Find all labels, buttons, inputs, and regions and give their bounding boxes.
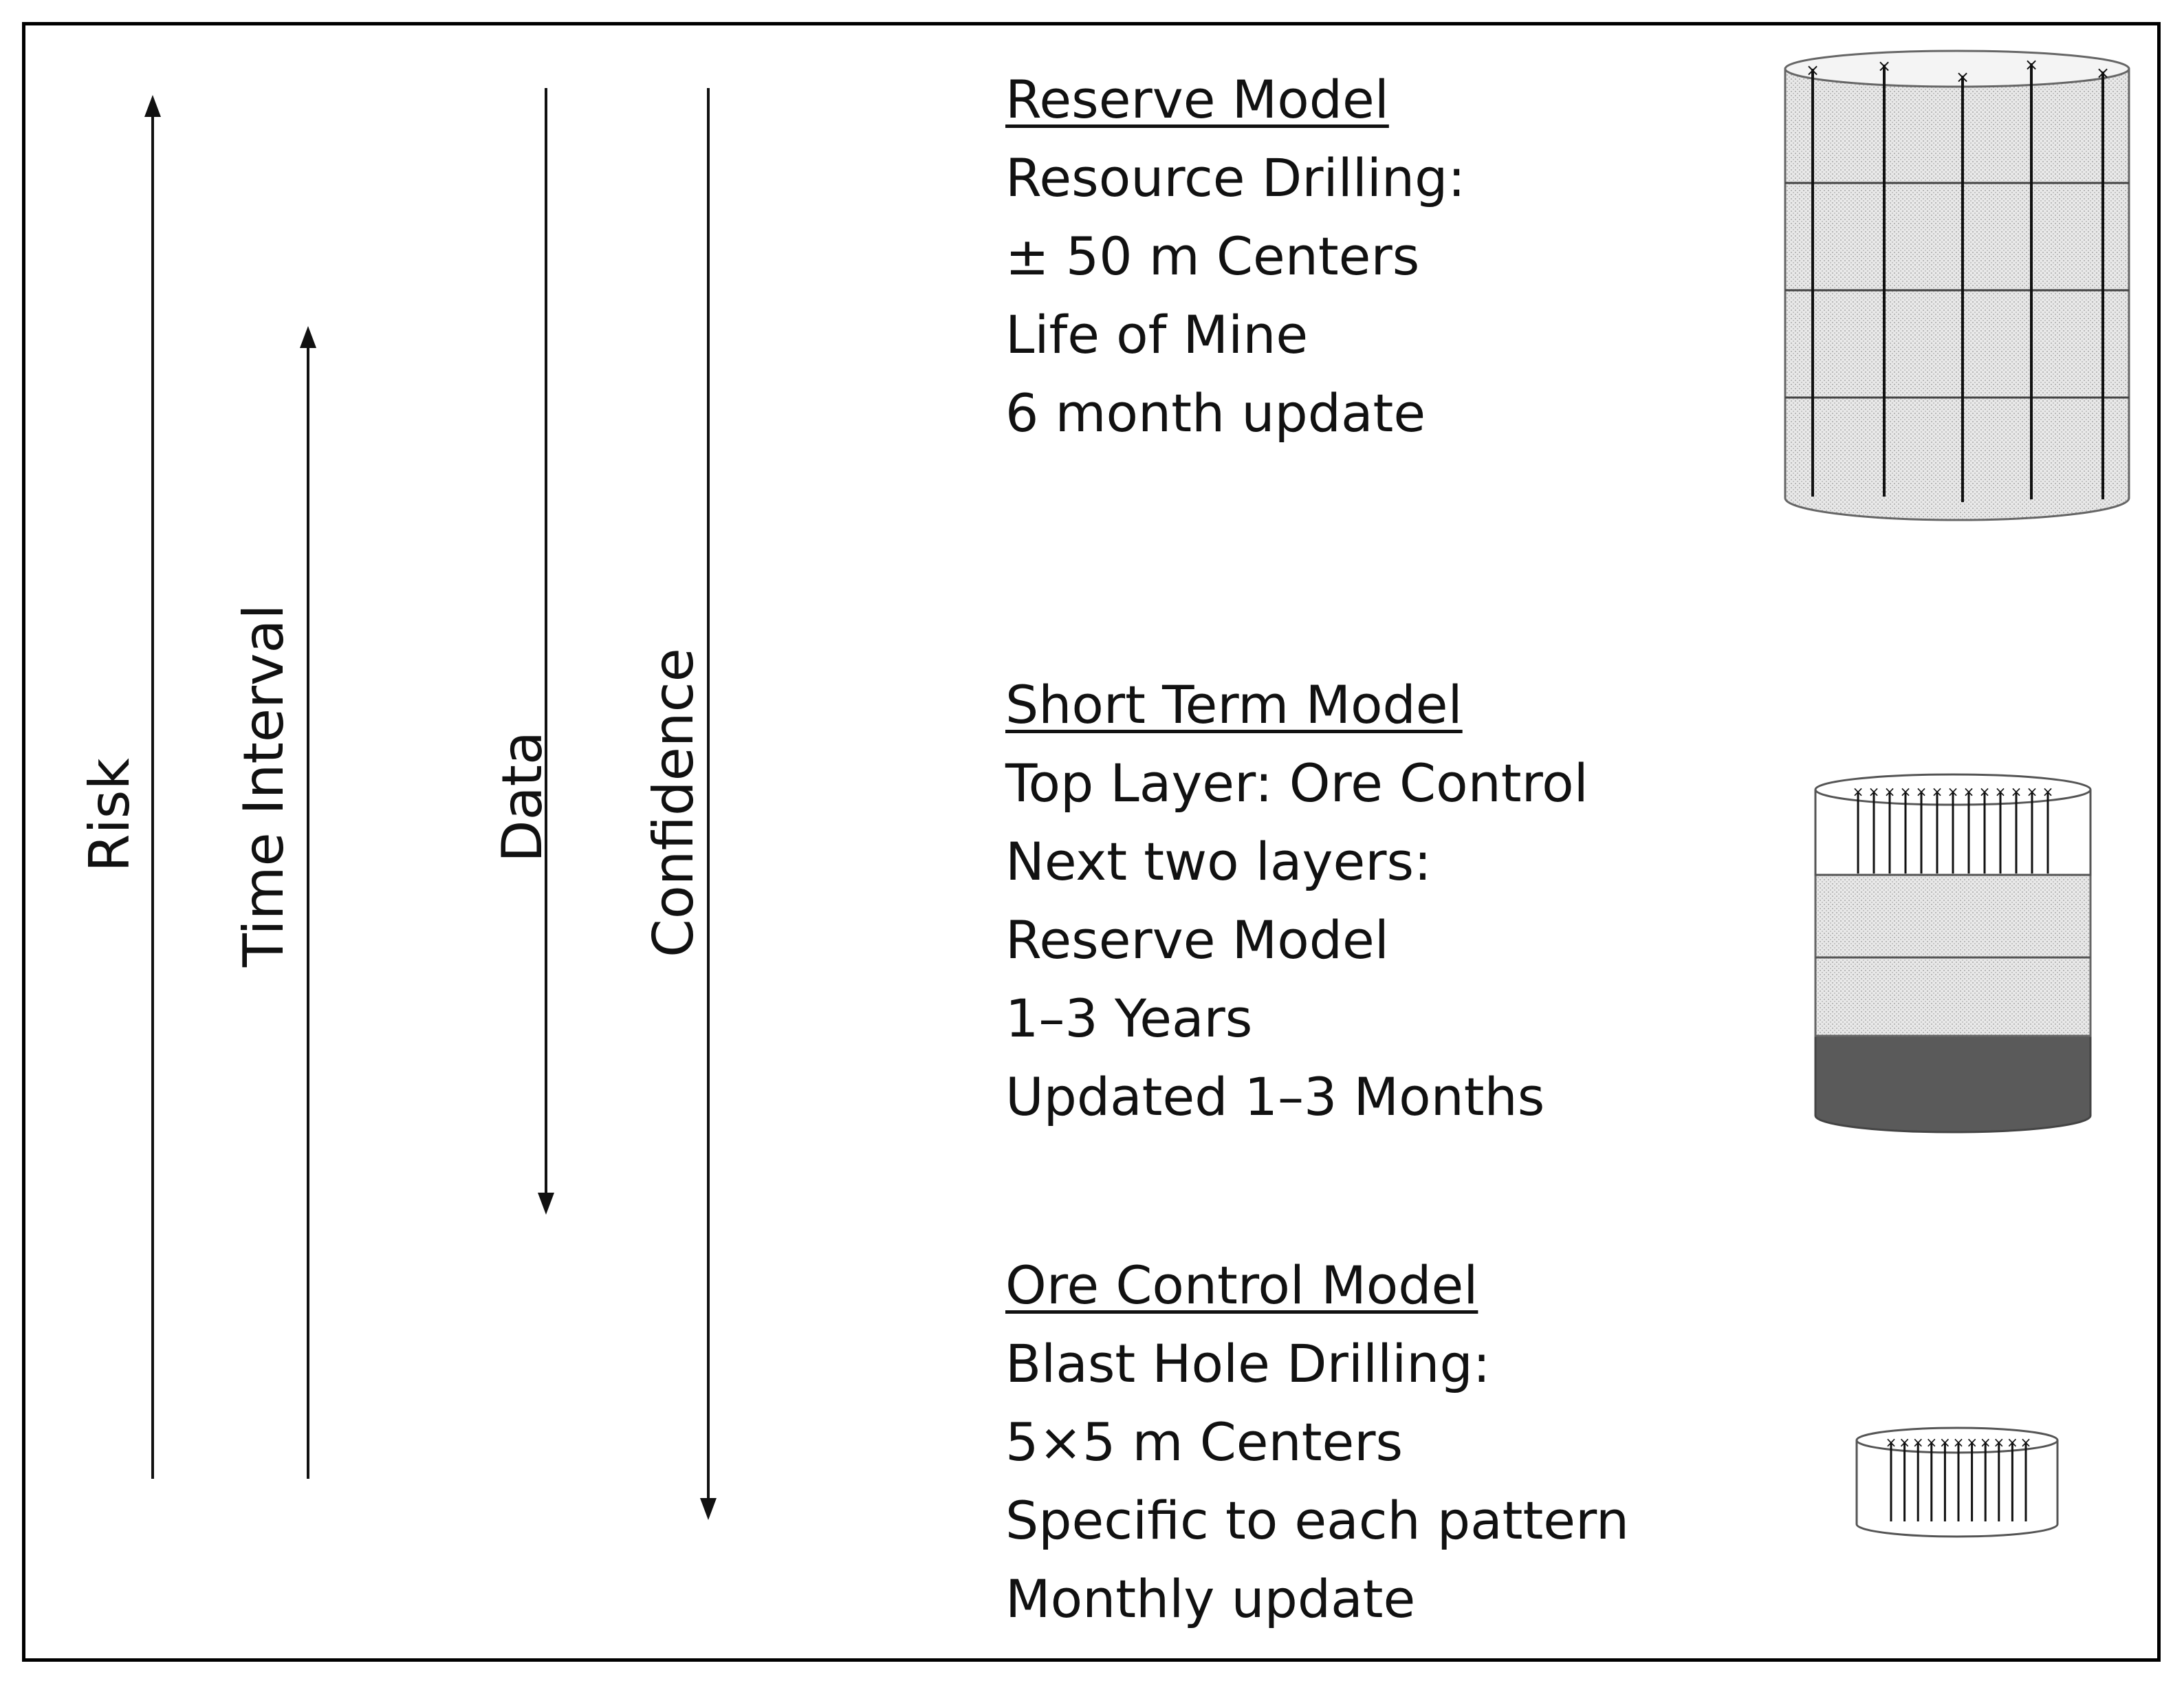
diagram-frame [22,22,2161,1662]
data-arrow [538,88,554,1215]
short-term-model-block: Short Term Model Top Layer: Ore Control … [1005,666,1588,1136]
short-term-model-line: Next two layers: [1005,831,1432,892]
drill-collar-mark: × [1886,1434,1897,1451]
drill-collar-mark: × [2020,1434,2032,1451]
drill-collar-mark: × [1993,1434,2005,1451]
drill-collar-mark: × [2042,783,2054,800]
drill-collar-mark: × [1899,1434,1910,1451]
data-axis-label: Data [490,730,554,863]
drill-collar-mark: × [1980,1434,1991,1451]
svg-text:×: × [1956,67,1969,87]
reserve-model-cylinder-icon: × × × × × [1784,50,2130,521]
reserve-model-block: Reserve Model Resource Drilling: ± 50 m … [1005,61,1465,453]
ore-control-model-block: Ore Control Model Blast Hole Drilling: 5… [1005,1246,1629,1638]
drill-collar-mark: × [1966,1434,1978,1451]
short-term-model-heading: Short Term Model [1005,674,1463,735]
drill-collar-mark: × [1947,783,1959,800]
short-term-model-line: 1–3 Years [1005,988,1253,1049]
ore-control-model-line: Blast Hole Drilling: [1005,1333,1491,1394]
reserve-model-line: ± 50 m Centers [1005,226,1420,287]
svg-text:×: × [2024,55,2038,74]
drill-collar-mark: × [1925,1434,1937,1451]
drill-collar-mark: × [2011,783,2022,800]
drill-collar-mark: × [1932,783,1943,800]
reserve-model-line: 6 month update [1005,382,1426,444]
drill-collar-mark: × [1939,1434,1951,1451]
drill-collar-mark: × [2007,1434,2018,1451]
drill-collar-mark: × [1884,783,1896,800]
drill-collar-mark: × [2027,783,2038,800]
drill-collar-mark: × [1868,783,1880,800]
short-term-model-line: Top Layer: Ore Control [1005,752,1588,814]
confidence-arrow [700,88,717,1520]
drill-collar-mark: × [1995,783,2007,800]
confidence-axis-label: Confidence [642,648,706,957]
svg-text:×: × [1806,61,1820,80]
ore-control-model-line: 5×5 m Centers [1005,1411,1404,1473]
short-term-model-line: Reserve Model [1005,909,1389,970]
drill-collar-mark: × [1953,1434,1965,1451]
drill-collar-mark: × [1900,783,1912,800]
reserve-model-heading: Reserve Model [1005,69,1389,130]
reserve-model-line: Resource Drilling: [1005,147,1465,208]
drill-collar-mark: × [1979,783,1991,800]
short-term-model-cylinder-icon: ××××××××××××× [1814,773,2092,1134]
time-interval-axis-label: Time Interval [232,604,296,967]
svg-text:×: × [1877,56,1891,76]
drill-collar-mark: × [1912,1434,1924,1451]
svg-text:×: × [2096,63,2110,83]
drill-collar-mark: × [1916,783,1928,800]
drill-collar-mark: × [1853,783,1864,800]
ore-control-model-cylinder-icon: ××××××××××× [1855,1427,2059,1538]
short-term-model-line: Updated 1–3 Months [1005,1066,1545,1127]
risk-axis-label: Risk [78,758,142,872]
ore-control-model-heading: Ore Control Model [1005,1255,1478,1316]
ore-control-model-line: Specific to each pattern [1005,1490,1630,1551]
time-interval-arrow [300,326,316,1479]
reserve-model-line: Life of Mine [1005,304,1309,365]
ore-control-model-line: Monthly update [1005,1568,1416,1629]
drill-collar-mark: × [1963,783,1975,800]
risk-arrow [144,95,161,1479]
